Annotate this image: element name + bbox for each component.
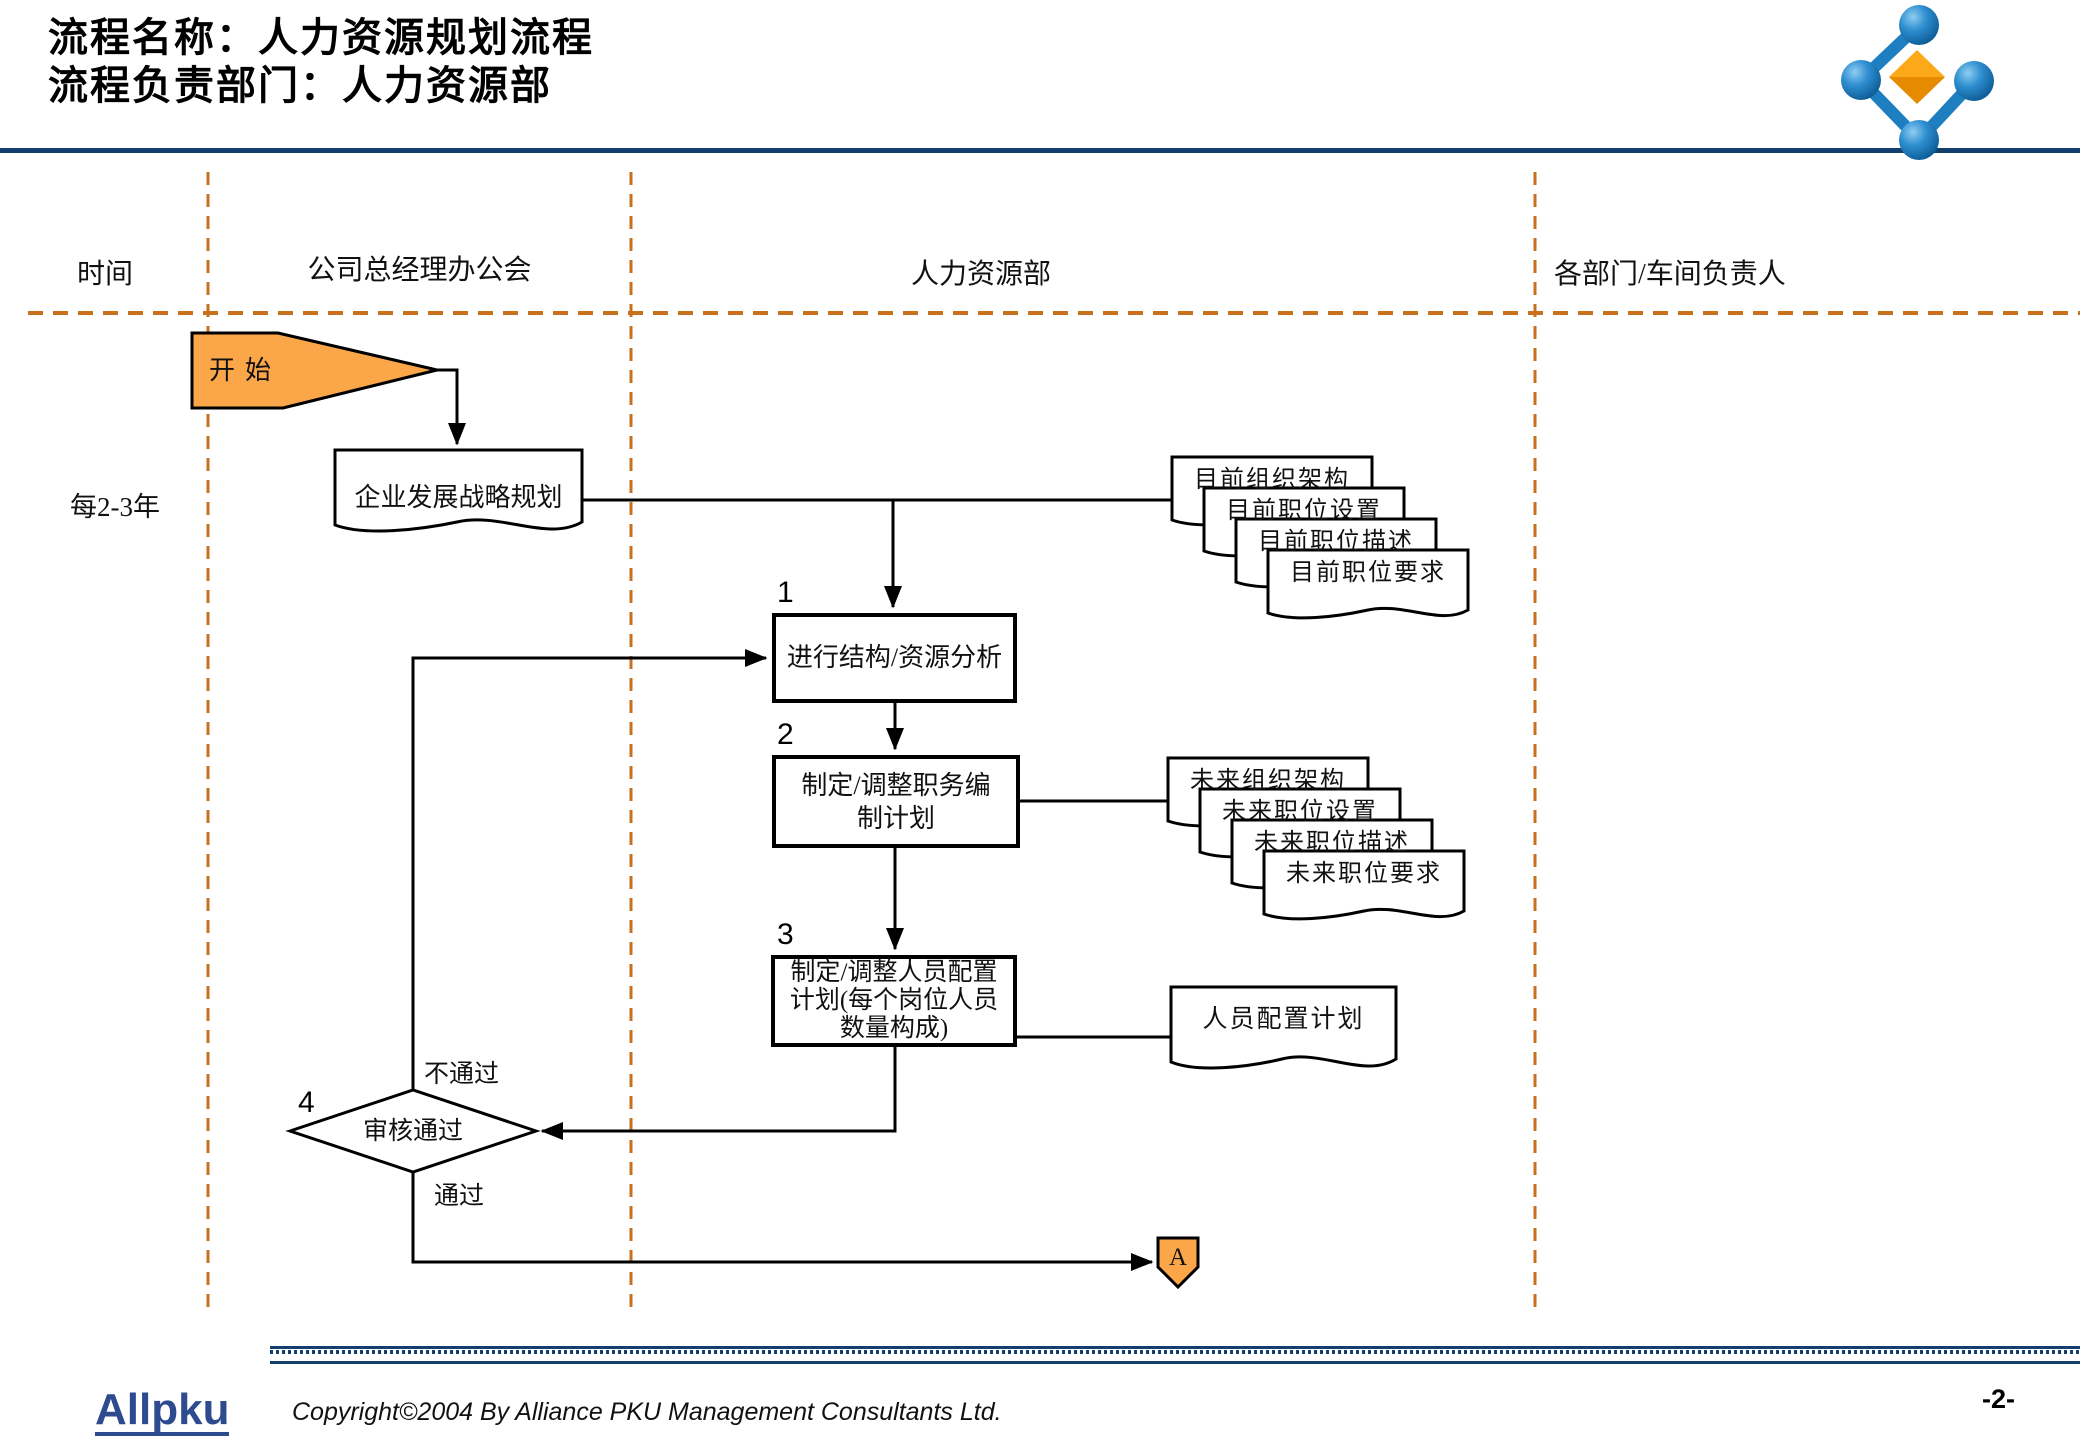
- step2-label: 制定/调整职务编 制计划: [801, 770, 991, 833]
- current-doc-shape-4: [1266, 548, 1470, 620]
- footer-logo: Allpku: [95, 1385, 230, 1436]
- future-doc-shape-4: [1262, 849, 1466, 921]
- lane-header-time: 时间: [76, 259, 133, 290]
- header-divider-line: [0, 148, 2080, 153]
- step1-box: 进行结构/资源分析: [772, 613, 1017, 703]
- future-doc-label-3: 未来职位描述: [1254, 830, 1410, 856]
- slide-title-line1: 流程名称：人力资源规划流程: [48, 15, 594, 60]
- connector-reject-loop: [411, 649, 768, 1090]
- step2-box: 制定/调整职务编 制计划: [772, 755, 1020, 848]
- footer-divider-line: [270, 1346, 2080, 1364]
- decision-yes-label: 通过: [434, 1183, 485, 1210]
- step2-number: 2: [777, 718, 794, 751]
- lane-header-gm-office: 公司总经理办公会: [307, 255, 532, 286]
- current-doc-label-4: 目前职位要求: [1290, 560, 1446, 586]
- decision-number: 4: [298, 1086, 315, 1119]
- step3-number: 3: [777, 918, 794, 951]
- future-doc-label-4: 未来职位要求: [1286, 861, 1442, 887]
- step1-label: 进行结构/资源分析: [786, 643, 1003, 672]
- decision-diamond: [285, 1088, 541, 1174]
- start-shape: [190, 331, 438, 410]
- company-logo-icon: [1841, 5, 1994, 160]
- page-number: -2-: [1982, 1384, 2015, 1414]
- current-doc-label-1: 目前组织架构: [1194, 467, 1350, 493]
- connector-start-to-strategy: [437, 368, 466, 446]
- step3-box: 制定/调整人员配置 计划(每个岗位人员 数量构成): [771, 955, 1017, 1047]
- connector-decision-to-a: [411, 1172, 1154, 1271]
- connector-a-shape: [1156, 1236, 1200, 1290]
- start-label: 开始: [208, 356, 281, 385]
- strategy-doc-label: 企业发展战略规划: [354, 483, 563, 512]
- current-doc-label-2: 目前职位设置: [1226, 498, 1382, 524]
- lane-header-depts: 各部门/车间负责人: [1554, 259, 1786, 290]
- step1-number: 1: [777, 576, 794, 609]
- staffing-doc-label: 人员配置计划: [1202, 1006, 1365, 1033]
- time-note: 每2-3年: [70, 492, 160, 522]
- future-doc-label-1: 未来组织架构: [1190, 768, 1346, 794]
- slide-title-line2: 流程负责部门：人力资源部: [48, 63, 552, 108]
- connector-a-label: A: [1168, 1244, 1188, 1271]
- footer-copyright: Copyright©2004 By Alliance PKU Managemen…: [292, 1398, 1002, 1426]
- future-doc-label-2: 未来职位设置: [1222, 799, 1378, 825]
- staffing-doc-shape: [1169, 985, 1398, 1070]
- step3-label: 制定/调整人员配置 计划(每个岗位人员 数量构成): [789, 959, 999, 1042]
- connector-step3-to-decision: [540, 1047, 897, 1140]
- strategy-doc-shape: [333, 448, 584, 533]
- lane-header-hr: 人力资源部: [910, 259, 1051, 290]
- current-doc-label-3: 目前职位描述: [1258, 529, 1414, 555]
- decision-no-label: 不通过: [424, 1061, 500, 1088]
- decision-label: 审核通过: [362, 1118, 463, 1145]
